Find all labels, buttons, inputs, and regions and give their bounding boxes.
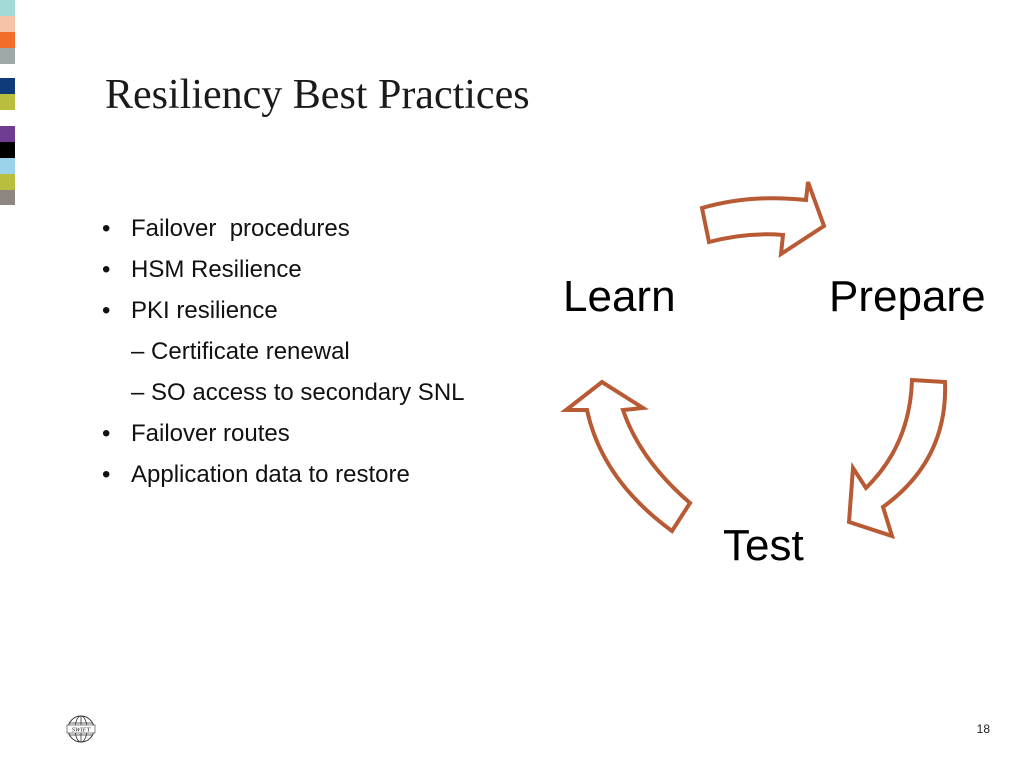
- cycle-stage-test: Test: [723, 521, 804, 570]
- color-strip-block: [0, 64, 15, 78]
- sub-bullet-item: Certificate renewal: [100, 331, 465, 372]
- color-strip-decoration: [0, 0, 15, 205]
- color-strip-block: [0, 48, 15, 64]
- page-number: 18: [976, 722, 990, 736]
- color-strip-block: [0, 190, 15, 205]
- color-strip-block: [0, 158, 15, 174]
- cycle-stage-prepare: Prepare: [829, 272, 986, 321]
- cycle-stage-learn: Learn: [563, 272, 676, 321]
- arrow-prepare-to-test: [846, 377, 948, 540]
- color-strip-block: [0, 78, 15, 94]
- color-strip-block: [0, 0, 15, 16]
- slide-title: Resiliency Best Practices: [105, 72, 530, 118]
- color-strip-block: [0, 94, 15, 110]
- bullet-item: Failover routes: [100, 413, 465, 454]
- color-strip-block: [0, 110, 15, 126]
- bullet-item: HSM Resilience: [100, 249, 465, 290]
- bullet-item: Failover procedures: [100, 208, 465, 249]
- sub-bullet-item: SO access to secondary SNL: [100, 372, 464, 413]
- color-strip-block: [0, 32, 15, 48]
- swift-globe-icon: SWIFT: [66, 715, 96, 743]
- bullet-list: Failover procedures HSM Resilience PKI r…: [100, 208, 465, 495]
- bullet-item: PKI resilience: [100, 290, 465, 331]
- bullet-item: Application data to restore: [100, 454, 465, 495]
- color-strip-block: [0, 16, 15, 32]
- color-strip-block: [0, 142, 15, 158]
- color-strip-block: [0, 126, 15, 142]
- logo-text: SWIFT: [72, 727, 91, 734]
- arrow-test-to-learn: [560, 379, 693, 534]
- arrow-learn-to-prepare: [699, 181, 827, 258]
- color-strip-block: [0, 174, 15, 190]
